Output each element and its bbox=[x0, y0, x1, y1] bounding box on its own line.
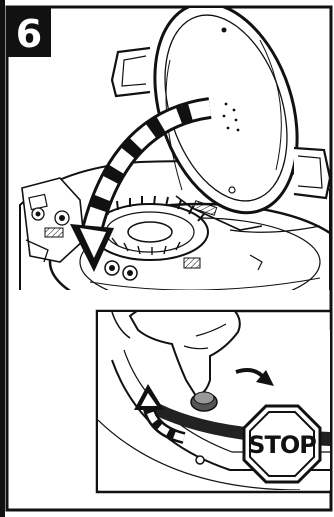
inset-detail: STOP bbox=[97, 298, 331, 492]
stop-label: STOP bbox=[248, 431, 316, 459]
step-number-badge: 6 bbox=[7, 7, 51, 57]
stop-sign-icon: STOP bbox=[244, 406, 320, 482]
step-number: 6 bbox=[16, 12, 42, 56]
adjacent-panel-edge bbox=[0, 0, 5, 517]
